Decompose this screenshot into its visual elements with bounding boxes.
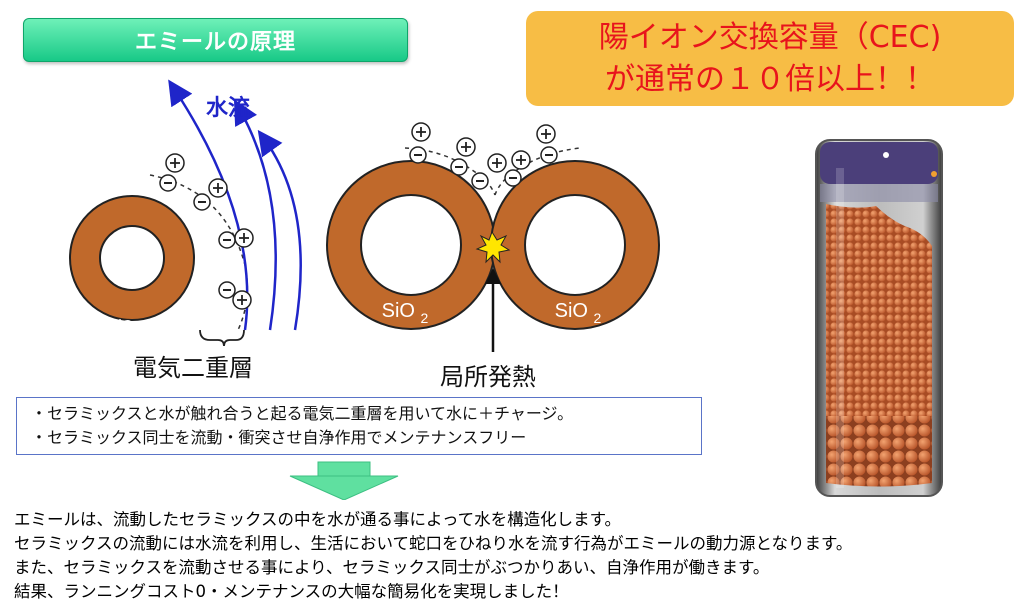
minus-charge-icon bbox=[218, 231, 236, 249]
description-line: セラミックスの流動には水流を利用し、生活において蛇口をひねり水を流す行為がエミー… bbox=[14, 534, 853, 553]
right-ring-left-label: SiO bbox=[382, 300, 415, 322]
left-ring: SiO 2 bbox=[69, 195, 195, 337]
minus-charge-icon bbox=[471, 172, 489, 190]
page-title: エミールの原理 bbox=[134, 30, 296, 55]
right-ring-right-subscript: 2 bbox=[594, 310, 602, 326]
bullet-item: ・セラミックスと水が触れ合うと起る電気二重層を用いて水に＋チャージ。 bbox=[31, 404, 574, 423]
minus-charge-icon bbox=[450, 158, 468, 176]
minus-charge-icon bbox=[540, 146, 558, 164]
left-ring-subscript: 2 bbox=[138, 325, 144, 337]
left-ring-label: SiO bbox=[108, 317, 133, 334]
svg-text:SiO 2: SiO 2 bbox=[555, 300, 602, 326]
bullet-item: ・セラミックス同士を流動・衝突させ自浄作用でメンテナンスフリー bbox=[31, 428, 527, 447]
minus-charge-icon bbox=[159, 174, 177, 192]
right-double-layer-right bbox=[494, 147, 581, 196]
svg-text:SiO 2: SiO 2 bbox=[382, 300, 429, 326]
right-ring-left bbox=[326, 160, 496, 330]
right-charges bbox=[409, 122, 558, 190]
plus-charge-icon bbox=[234, 228, 254, 248]
description-line: エミールは、流動したセラミックスの中を水が通る事によって水を構造化します。 bbox=[14, 510, 622, 529]
double-layer-caption: 電気二重層 bbox=[133, 354, 253, 382]
heat-pointer-arrow bbox=[485, 268, 501, 352]
key-points-box: ・セラミックスと水が触れ合うと起る電気二重層を用いて水に＋チャージ。 ・セラミッ… bbox=[16, 397, 702, 455]
plus-charge-icon bbox=[208, 178, 228, 198]
water-flow-label: 水流 bbox=[206, 95, 250, 121]
plus-charge-icon bbox=[487, 153, 507, 173]
left-charges bbox=[159, 153, 254, 310]
principle-diagram: SiO 2 水流 SiO 2 SiO 2 bbox=[69, 79, 660, 500]
minus-charge-icon bbox=[504, 169, 522, 187]
plus-charge-icon bbox=[536, 124, 556, 144]
description: エミールは、流動したセラミックスの中を水が通る事によって水を構造化します。 セラ… bbox=[14, 508, 1014, 604]
cec-line-1: 陽イオン交換容量（CEC) bbox=[598, 20, 942, 55]
cec-line-2: が通常の１０倍以上！！ bbox=[605, 62, 935, 97]
minus-charge-icon bbox=[193, 193, 211, 211]
description-line: また、セラミックスを流動させる事により、セラミックス同士がぶつかりあい、自浄作用… bbox=[14, 558, 770, 577]
local-heat-caption: 局所発熱 bbox=[440, 363, 536, 391]
plus-charge-icon bbox=[232, 290, 252, 310]
minus-charge-icon bbox=[409, 146, 427, 164]
double-layer-brace bbox=[199, 329, 245, 347]
cec-callout: 陽イオン交換容量（CEC) が通常の１０倍以上！！ bbox=[526, 11, 1014, 106]
spark-icon bbox=[475, 230, 511, 264]
plus-charge-icon bbox=[411, 122, 431, 142]
right-ring-right bbox=[490, 160, 660, 330]
description-line: 結果、ランニングコスト0・メンテナンスの大幅な簡易化を実現しました！ bbox=[14, 582, 569, 601]
svg-text:SiO 2: SiO 2 bbox=[108, 317, 143, 337]
down-arrow-icon bbox=[289, 461, 399, 500]
cartridge-photo bbox=[815, 139, 943, 497]
plus-charge-icon bbox=[165, 153, 185, 173]
plus-charge-icon bbox=[456, 137, 476, 157]
right-ring-right-label: SiO bbox=[555, 300, 588, 322]
right-double-layer-left bbox=[404, 147, 496, 196]
title-badge: エミールの原理 bbox=[23, 18, 408, 62]
plus-charge-icon bbox=[511, 150, 531, 170]
minus-charge-icon bbox=[218, 281, 236, 299]
right-ring-left-subscript: 2 bbox=[421, 310, 429, 326]
